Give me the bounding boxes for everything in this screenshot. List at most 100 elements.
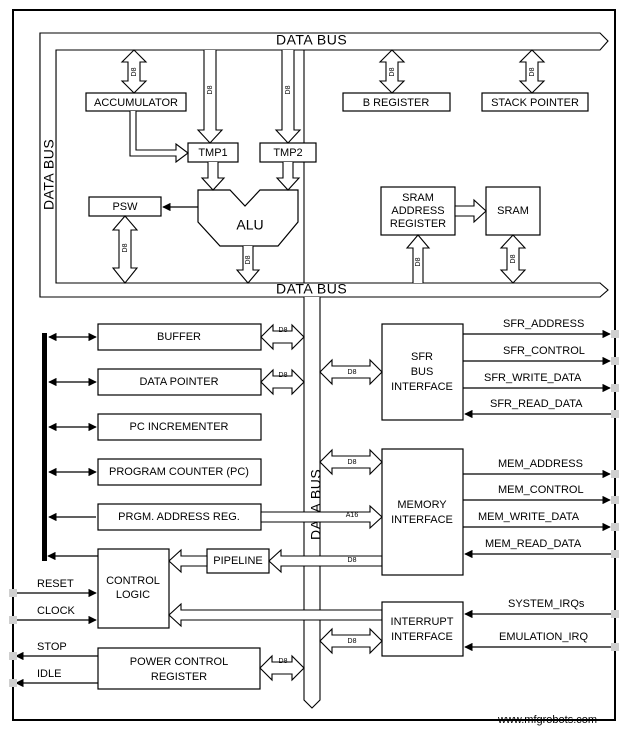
power-control-register-label-2: REGISTER xyxy=(151,671,207,683)
memory-interface-block xyxy=(381,448,464,576)
sfr-bus-arrow xyxy=(319,358,383,386)
data-pointer-d8: D8 xyxy=(279,372,288,379)
bus-to-sram-address-arrow xyxy=(405,234,431,283)
right-pins xyxy=(611,330,619,651)
mem-read-data-label: MEM_READ_DATA xyxy=(485,538,582,550)
emulation-irq-label: EMULATION_IRQ xyxy=(499,631,588,643)
b-register-label: B REGISTER xyxy=(363,97,430,109)
data-pointer-bus-arrow xyxy=(260,368,305,396)
data-bus-vertical-label: DATA BUS xyxy=(308,469,324,540)
interrupt-bus-arrow xyxy=(319,627,383,655)
tmp1-to-alu-arrow xyxy=(200,162,226,191)
sram-bus-arrow xyxy=(499,234,527,284)
memory-d8: D8 xyxy=(348,459,357,466)
interrupt-signals: SYSTEM_IRQs EMULATION_IRQ xyxy=(464,598,612,652)
stop-label: STOP xyxy=(37,641,67,653)
pc-incrementer-label: PC INCREMENTER xyxy=(129,421,228,433)
data-bus-top-band xyxy=(39,32,609,298)
memory-bus-arrow xyxy=(319,448,383,476)
sfr-d8: D8 xyxy=(348,369,357,376)
accumulator-to-tmp1-arrow xyxy=(129,111,189,164)
sfr-write-data-label: SFR_WRITE_DATA xyxy=(484,372,582,384)
stack-pointer-d8: D8 xyxy=(529,67,536,76)
pipeline-to-control-arrow xyxy=(168,548,208,574)
sram-label: SRAM xyxy=(497,205,529,217)
sram-address-d8: D8 xyxy=(415,257,422,266)
prgm-address-a16: A16 xyxy=(346,512,359,519)
stack-pointer-bus-arrow xyxy=(518,49,546,94)
psw-bus-arrow xyxy=(111,215,139,284)
alu-d8: D8 xyxy=(245,255,252,264)
system-irqs-label: SYSTEM_IRQs xyxy=(508,598,585,610)
tmp2-label: TMP2 xyxy=(273,147,302,159)
alu-block xyxy=(197,189,299,247)
prgm-address-reg-label: PRGM. ADDRESS REG. xyxy=(118,511,240,523)
power-control-bus-arrow xyxy=(259,654,305,682)
psw-d8: D8 xyxy=(122,243,129,252)
control-logic-label-2: LOGIC xyxy=(116,589,150,601)
interrupt-d8: D8 xyxy=(348,638,357,645)
pipeline-d8: D8 xyxy=(348,557,357,564)
buffer-d8: D8 xyxy=(279,327,288,334)
left-signals: RESET CLOCK STOP IDLE xyxy=(14,578,98,688)
control-logic-label-1: CONTROL xyxy=(106,575,160,587)
sram-address-register-label-1: SRAM xyxy=(402,192,434,204)
alu-to-bus-arrow xyxy=(235,246,261,284)
tmp2-to-alu-arrow xyxy=(275,162,301,191)
psw-label: PSW xyxy=(112,201,138,213)
pipeline-label: PIPELINE xyxy=(213,555,263,567)
power-control-register-block xyxy=(97,647,261,690)
buffer-label: BUFFER xyxy=(157,331,201,343)
pipeline-block xyxy=(206,548,270,574)
accumulator-d8: D8 xyxy=(131,67,138,76)
mem-write-data-label: MEM_WRITE_DATA xyxy=(478,511,580,523)
memory-interface-label-1: MEMORY xyxy=(397,499,447,511)
program-counter-label: PROGRAM COUNTER (PC) xyxy=(109,466,249,478)
control-logic-block xyxy=(97,548,170,629)
accumulator-label: ACCUMULATOR xyxy=(94,97,178,109)
sfr-bus-interface-label-1: SFR xyxy=(411,351,433,363)
buffer-block xyxy=(97,323,262,351)
watermark-text: www.mfgrobots.com xyxy=(497,714,597,726)
sram-address-register-label-3: REGISTER xyxy=(390,218,446,230)
sfr-control-label: SFR_CONTROL xyxy=(503,345,585,357)
b-register-bus-arrow xyxy=(378,49,406,94)
data-bus-top-label: DATA BUS xyxy=(276,32,347,48)
mem-address-label: MEM_ADDRESS xyxy=(498,458,583,470)
accumulator-bus-arrow xyxy=(120,49,148,94)
interrupt-interface-label-1: INTERRUPT xyxy=(391,616,454,628)
idle-label: IDLE xyxy=(37,668,61,680)
data-bus-middle-label: DATA BUS xyxy=(276,281,347,297)
interrupt-interface-block xyxy=(381,601,464,657)
alu-label: ALU xyxy=(236,217,263,233)
sfr-read-data-label: SFR_READ_DATA xyxy=(490,398,583,410)
memory-signals: MEM_ADDRESS MEM_CONTROL MEM_WRITE_DATA M… xyxy=(463,458,612,559)
sfr-signals: SFR_ADDRESS SFR_CONTROL SFR_WRITE_DATA S… xyxy=(463,318,612,419)
stack-pointer-label: STACK POINTER xyxy=(491,97,579,109)
clock-label: CLOCK xyxy=(37,605,76,617)
mem-control-label: MEM_CONTROL xyxy=(498,484,584,496)
data-pointer-block xyxy=(97,368,262,396)
b-register-block xyxy=(342,92,451,112)
internal-address-bus xyxy=(42,333,47,561)
tmp1-bus-arrow xyxy=(196,50,224,144)
memory-to-pipeline-arrow xyxy=(268,548,383,574)
tmp1-d8: D8 xyxy=(207,85,214,94)
stack-pointer-block xyxy=(481,92,589,112)
reset-label: RESET xyxy=(37,578,74,590)
tmp2-d8: D8 xyxy=(285,85,292,94)
sram-d8: D8 xyxy=(510,254,517,263)
sfr-address-label: SFR_ADDRESS xyxy=(503,318,584,330)
buffer-bus-arrow xyxy=(260,323,305,351)
memory-interface-label-2: INTERFACE xyxy=(391,514,453,526)
sfr-bus-interface-label-3: INTERFACE xyxy=(391,381,453,393)
tmp2-bus-arrow xyxy=(274,50,302,144)
left-pins xyxy=(9,589,17,687)
power-control-d8: D8 xyxy=(279,658,288,665)
power-control-register-label-1: POWER CONTROL xyxy=(130,656,228,668)
prgm-address-reg-block xyxy=(97,503,262,531)
sfr-bus-interface-label-2: BUS xyxy=(411,366,434,378)
interrupt-to-control-arrow xyxy=(168,602,383,628)
data-pointer-label: DATA POINTER xyxy=(139,376,218,388)
